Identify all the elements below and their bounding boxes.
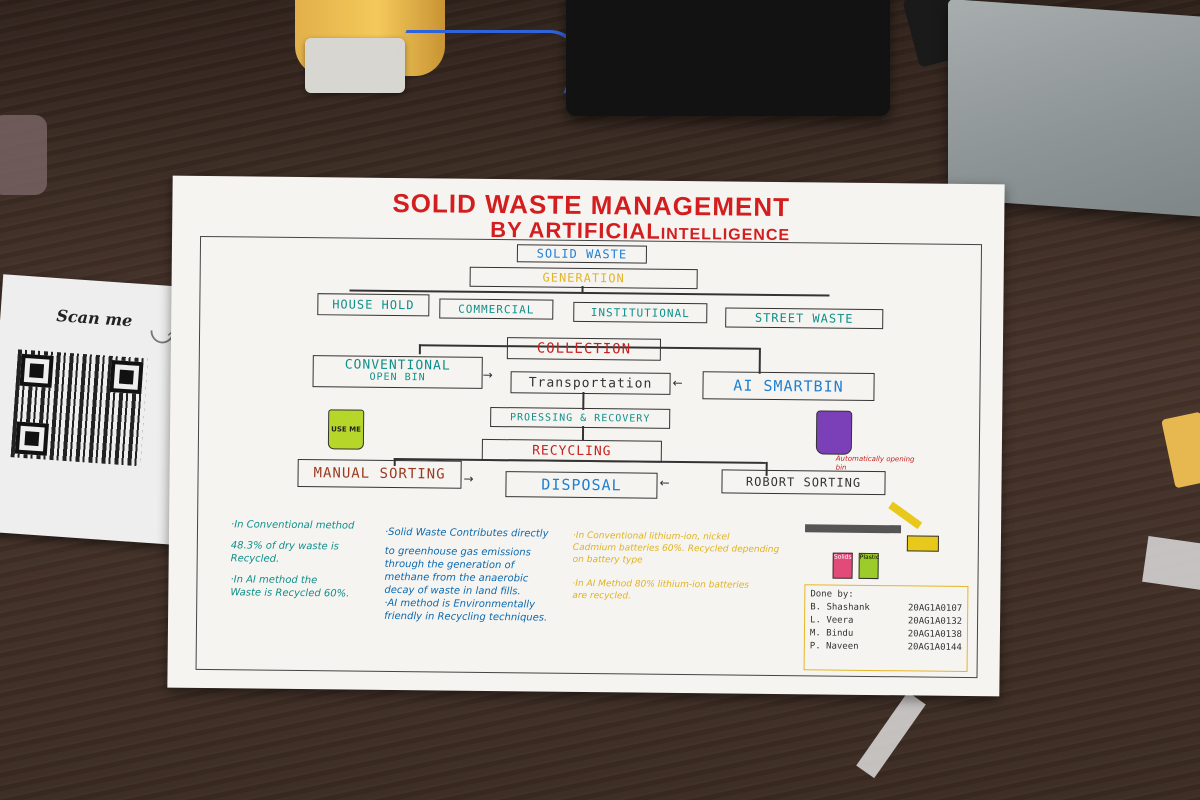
box-generation: GENERATION (469, 266, 698, 290)
member-name: P. Naveen (809, 641, 859, 652)
member-id: 20AG1A0107 (907, 603, 963, 614)
note-line: friendly in Recycling techniques. (384, 610, 548, 624)
box-ai-smartbin: AI SMARTBIN (702, 371, 875, 402)
jar-label: Solids (833, 553, 852, 561)
member-id: 20AG1A0138 (907, 629, 962, 640)
member-id: 20AG1A0132 (907, 616, 963, 627)
qr-code[interactable] (10, 349, 148, 467)
connector (418, 344, 421, 355)
arrow-right-icon: → (482, 367, 493, 383)
left-object (0, 115, 47, 195)
notes-col3: ·In Conventional lithium-ion, nickel Cad… (572, 530, 805, 604)
note-line: ·In Conventional method (230, 519, 355, 532)
poster: SOLID WASTE MANAGEMENT BY ARTIFICIALINTE… (167, 175, 1005, 697)
arrow-right-icon: → (463, 471, 474, 486)
box-processing: PROESSING & RECOVERY (490, 406, 671, 429)
jar-plastic: Plastic (858, 552, 880, 580)
note-line: Waste is Recycled 60%. (230, 587, 350, 600)
qr-finder (14, 421, 49, 456)
box-collection: COLLECTION (506, 337, 662, 361)
box-street-waste: STREET WASTE (725, 307, 884, 330)
qr-finder (19, 353, 54, 388)
box-robort-sorting: ROBORT SORTING (721, 469, 886, 496)
qr-finder (109, 359, 144, 395)
open-bin-label: OPEN BIN (369, 371, 426, 384)
connector (581, 285, 584, 292)
electronic-module (305, 38, 405, 93)
note-line: are recycled. (572, 590, 632, 602)
member-name: M. Bindu (809, 628, 854, 639)
tape-strip (1142, 536, 1200, 590)
connector (581, 425, 584, 440)
box-conventional: CONVENTIONAL OPEN BIN (312, 355, 483, 389)
use-me-bin: USE ME (327, 409, 365, 450)
box-commercial: COMMERCIAL (439, 298, 554, 320)
conveyor-icon (805, 524, 902, 534)
box-institutional: INSTITUTIONAL (573, 301, 708, 324)
connector (758, 347, 761, 374)
conventional-label: CONVENTIONAL (344, 357, 451, 374)
jar-solids: Solids (832, 552, 853, 579)
member-id: 20AG1A0144 (907, 642, 962, 653)
member-name: L. Veera (810, 615, 854, 626)
arrow-left-icon: ← (672, 375, 683, 391)
box-disposal: DISPOSAL (505, 471, 658, 499)
notes-col2: ·Solid Waste Contributes directly to gre… (384, 526, 581, 625)
arrow-left-icon: ← (659, 475, 670, 490)
box-household: HOUSE HOLD (317, 293, 430, 317)
box-manual-sorting: MANUAL SORTING (297, 458, 462, 489)
jar-label: Plastic (859, 553, 880, 562)
robot-base-icon (906, 535, 939, 552)
member-row: P. Naveen 20AG1A0144 (810, 640, 962, 655)
note-line: on battery type (572, 554, 643, 566)
note-line: Recycled. (230, 553, 280, 565)
box-solid-waste: SOLID WASTE (516, 244, 647, 264)
member-name: B. Shashank (810, 602, 870, 613)
blue-cable (383, 30, 590, 93)
smart-bin-icon (815, 410, 853, 455)
laptop (566, 0, 890, 116)
box-transportation: Transportation (510, 371, 671, 395)
bin-caption: Automatically opening bin (835, 454, 915, 472)
use-me-label: USE ME (331, 425, 361, 434)
scan-me-label: Scan me (55, 306, 133, 331)
note-line: ·Solid Waste Contributes directly (384, 526, 549, 540)
notes-col1: ·In Conventional method 48.3% of dry was… (230, 518, 381, 601)
